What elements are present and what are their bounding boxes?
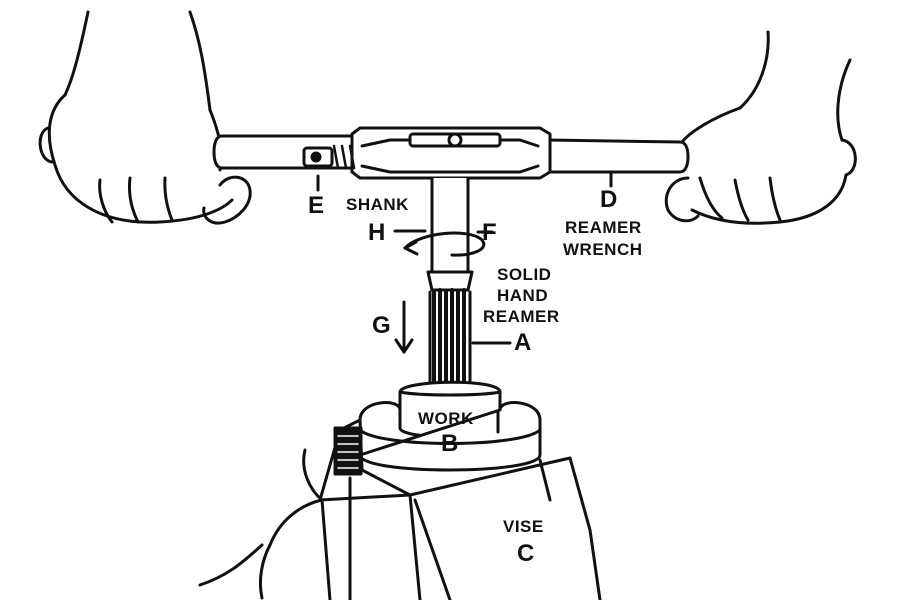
label-a: A (514, 329, 532, 356)
label-solid: SOLID (497, 265, 552, 284)
label-hand: HAND (497, 286, 549, 305)
right-hand (664, 30, 857, 225)
label-e: E (308, 192, 325, 219)
reamer-flutes (394, 288, 512, 394)
label-c: C (517, 540, 535, 567)
label-b: B (441, 430, 459, 457)
label-shank: SHANK (346, 195, 409, 214)
shank (393, 176, 494, 292)
left-hand (38, 10, 252, 225)
label-reamer: REAMER (565, 218, 642, 237)
vise (198, 418, 602, 600)
label-h: H (368, 219, 386, 246)
label-work: WORK (418, 409, 474, 428)
label-g: G (372, 312, 392, 339)
label-reamer-tool: REAMER (483, 307, 560, 326)
reamer-wrench-bar (212, 126, 690, 192)
work-piece (358, 380, 542, 472)
label-d: D (600, 186, 618, 213)
label-wrench: WRENCH (563, 240, 643, 259)
label-f: F (482, 219, 498, 246)
label-vise: VISE (503, 517, 544, 536)
